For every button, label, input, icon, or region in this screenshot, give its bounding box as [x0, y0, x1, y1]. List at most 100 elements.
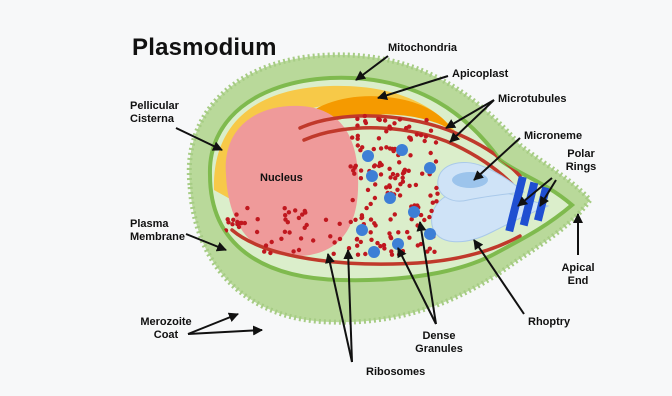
ribosome-dot	[392, 121, 396, 125]
ribosome-dot	[291, 249, 295, 253]
ribosome-dot	[234, 212, 238, 216]
ribosome-dot	[372, 147, 376, 151]
ribosome-dot	[372, 221, 376, 225]
ribosome-dot	[256, 217, 260, 221]
dense-granule-dot	[366, 170, 378, 182]
ribosome-dot	[408, 153, 412, 157]
ribosome-dot	[351, 168, 355, 172]
ribosome-dot	[407, 184, 411, 188]
ribosome-dot	[434, 186, 438, 190]
ribosome-dot	[356, 134, 360, 138]
ribosome-dot	[226, 217, 230, 221]
dense-granule-dot	[356, 224, 368, 236]
ribosome-dot	[299, 236, 303, 240]
label-microtubules: Microtubules	[498, 93, 566, 106]
ribosome-dot	[311, 238, 315, 242]
ribosome-dot	[401, 176, 405, 180]
ribosome-dot	[384, 145, 388, 149]
label-pellicular-cisterna: Pellicular Cisterna	[130, 100, 179, 126]
ribosome-dot	[384, 185, 388, 189]
ribosome-dot	[270, 240, 274, 244]
ribosome-dot	[360, 145, 364, 149]
ribosome-dot	[422, 218, 426, 222]
label-ribosomes: Ribosomes	[366, 366, 425, 379]
ribosome-dot	[366, 188, 370, 192]
label-merozoite-coat-line-2: Coat	[134, 329, 198, 342]
label-plasma-membrane-line-1: Plasma	[130, 218, 185, 231]
label-dense-granules-line-2: Granules	[410, 343, 468, 356]
ribosome-dot	[369, 230, 373, 234]
ribosome-dot	[350, 135, 354, 139]
ribosome-dot	[349, 220, 353, 224]
ribosome-dot	[414, 183, 418, 187]
ribosome-dot	[255, 230, 259, 234]
ribosome-dot	[293, 208, 297, 212]
ribosome-dot	[397, 160, 401, 164]
ribosome-dot	[407, 236, 411, 240]
ribosome-dot	[231, 218, 235, 222]
ribosome-dot	[419, 133, 423, 137]
ribosome-dot	[324, 218, 328, 222]
ribosome-dot	[434, 140, 438, 144]
ribosome-dot	[429, 151, 433, 155]
ribosome-dot	[378, 161, 382, 165]
ribosome-dot	[401, 180, 405, 184]
ribosome-dot	[338, 237, 342, 241]
ribosome-dot	[363, 119, 367, 123]
dense-granule-dot	[424, 162, 436, 174]
ribosome-dot	[230, 222, 234, 226]
ribosome-dot	[429, 129, 433, 133]
ribosome-dot	[348, 164, 352, 168]
ribosome-dot	[379, 146, 383, 150]
ribosome-dot	[363, 252, 367, 256]
ribosome-dot	[351, 198, 355, 202]
ribosome-dot	[388, 235, 392, 239]
ribosome-dot	[359, 168, 363, 172]
ribosome-dot	[429, 209, 433, 213]
ribosome-dot	[435, 192, 439, 196]
label-apical-end: Apical End	[556, 262, 600, 288]
ribosome-dot	[407, 169, 411, 173]
dense-granule-dot	[408, 206, 420, 218]
ribosome-dot	[237, 225, 241, 229]
ribosome-dot	[420, 172, 424, 176]
label-nucleus: Nucleus	[260, 172, 303, 185]
ribosome-dot	[405, 230, 409, 234]
label-mitochondria: Mitochondria	[388, 42, 457, 55]
ribosome-dot	[287, 210, 291, 214]
label-plasma-membrane: Plasma Membrane	[130, 218, 185, 244]
label-rhoptry: Rhoptry	[528, 316, 570, 329]
dense-granule-dot	[424, 228, 436, 240]
label-apicoplast: Apicoplast	[452, 68, 508, 81]
label-microneme: Microneme	[524, 130, 582, 143]
ribosome-dot	[303, 209, 307, 213]
microneme-shape	[452, 172, 488, 188]
label-polar-rings: Polar Rings	[556, 148, 606, 174]
ribosome-dot	[415, 223, 419, 227]
ribosome-dot	[396, 230, 400, 234]
ribosome-dot	[243, 221, 247, 225]
ribosome-dot	[283, 213, 287, 217]
ribosome-dot	[379, 172, 383, 176]
label-pellicular-cisterna-line-2: Cisterna	[130, 113, 179, 126]
ribosome-dot	[356, 253, 360, 257]
ribosome-dot	[428, 247, 432, 251]
ribosome-dot	[287, 230, 291, 234]
ribosome-dot	[264, 243, 268, 247]
ribosome-dot	[388, 217, 392, 221]
ribosome-dot	[378, 118, 382, 122]
label-polar-rings-line-2: Rings	[556, 161, 606, 174]
ribosome-dot	[404, 126, 408, 130]
ribosome-dot	[347, 246, 351, 250]
ribosome-dot	[328, 234, 332, 238]
diagram-title: Plasmodium	[132, 34, 277, 62]
ribosome-dot	[262, 249, 266, 253]
ribosome-dot	[363, 114, 367, 118]
ribosome-dot	[300, 212, 304, 216]
dense-granule-dot	[368, 246, 380, 258]
ribosome-dot	[424, 118, 428, 122]
ribosome-dot	[369, 238, 373, 242]
dense-granule-dot	[396, 144, 408, 156]
